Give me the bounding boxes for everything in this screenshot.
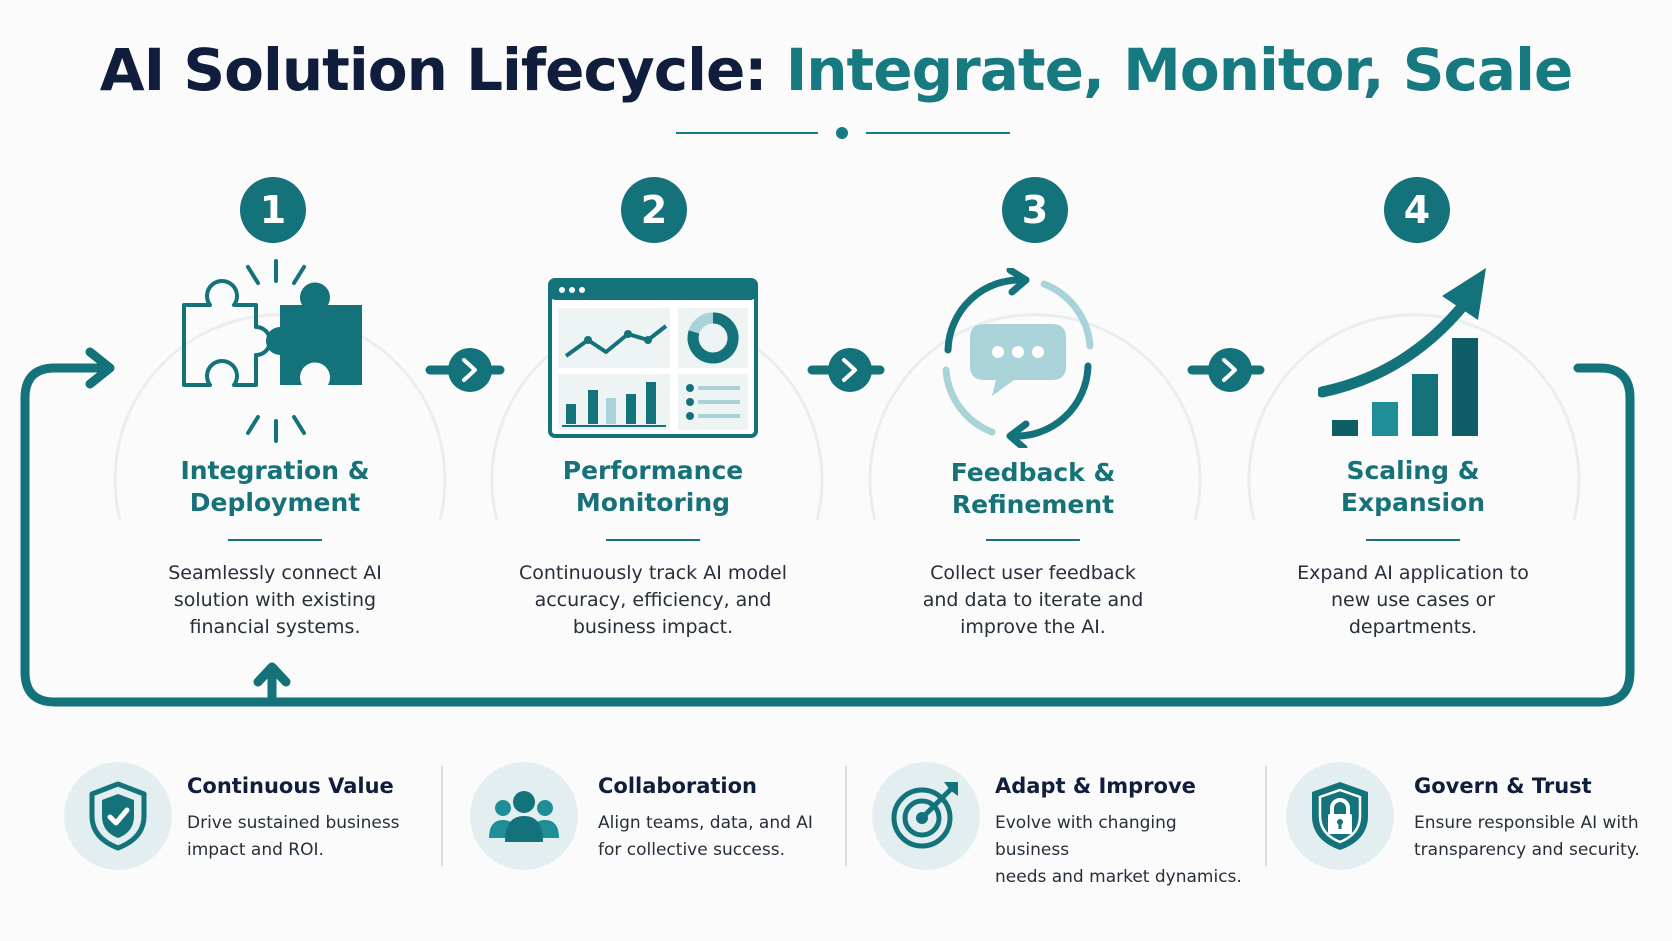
step-1-title: Integration & Deployment (125, 455, 425, 519)
value-3-description: Evolve with changing business needs and … (995, 810, 1255, 891)
step-3-desc-line2: and data to iterate and (922, 589, 1144, 611)
value-2-desc-line1: Align teams, data, and AI (598, 813, 813, 833)
step-2-title: Performance Monitoring (503, 455, 803, 519)
step-2-desc-line1: Continuously track AI model (518, 562, 788, 584)
value-1-desc-line1: Drive sustained business (187, 813, 400, 833)
value-2-description: Align teams, data, and AI for collective… (598, 810, 838, 864)
title-main: AI Solution Lifecycle: (99, 36, 768, 104)
connector-3-4 (1187, 348, 1265, 392)
step-4-title-line2: Expansion (1340, 488, 1486, 517)
step-3-number-badge: 3 (1002, 177, 1068, 243)
step-4-description: Expand AI application to new use cases o… (1253, 560, 1573, 641)
title-divider (676, 127, 1010, 139)
value-2-title: Collaboration (598, 774, 758, 798)
step-3-title-line2: Refinement (951, 490, 1115, 519)
title-accent: Integrate, Monitor, Scale (785, 36, 1574, 104)
step-4-desc-line1: Expand AI application to (1297, 562, 1529, 584)
growth-chart-icon (1318, 268, 1486, 436)
value-4-desc-line1: Ensure responsible AI with (1414, 813, 1639, 833)
step-2-description: Continuously track AI model accuracy, ef… (493, 560, 813, 641)
value-3-desc-line2: needs and market dynamics. (995, 867, 1242, 887)
step-2-number-badge: 2 (621, 177, 687, 243)
step-4-title-line1: Scaling & (1346, 456, 1480, 485)
connector-2-3 (807, 348, 885, 392)
shield-check-icon (89, 781, 147, 851)
step-connectors (425, 348, 1265, 392)
step-2-desc-line3: business impact. (572, 616, 734, 638)
value-1-description: Drive sustained business impact and ROI. (187, 810, 427, 864)
team-icon (489, 791, 559, 842)
step-3-title-line1: Feedback & (950, 458, 1116, 487)
lifecycle-loop (20, 347, 1635, 707)
step-1-description: Seamlessly connect AI solution with exis… (115, 560, 435, 641)
step-4-desc-line2: new use cases or (1330, 589, 1496, 611)
value-4-title: Govern & Trust (1414, 774, 1592, 798)
value-3-desc-line1: Evolve with changing business (995, 813, 1177, 860)
value-3-title: Adapt & Improve (995, 774, 1196, 798)
step-4-desc-line3: departments. (1348, 616, 1478, 638)
step-1-title-line2: Deployment (189, 488, 361, 517)
step-3-desc-line3: improve the AI. (960, 616, 1106, 638)
target-icon (891, 782, 958, 849)
step-4-title: Scaling & Expansion (1263, 455, 1563, 519)
step-3-description: Collect user feedback and data to iterat… (873, 560, 1193, 641)
value-1-title: Continuous Value (187, 774, 394, 798)
value-4-desc-line2: transparency and security. (1414, 840, 1640, 860)
step-2-title-line2: Monitoring (575, 488, 731, 517)
feedback-cycle-icon (942, 268, 1094, 448)
connector-1-2 (425, 348, 505, 392)
step-1-desc-line3: financial systems. (189, 616, 361, 638)
step-4-number-badge: 4 (1384, 177, 1450, 243)
step-1-desc-line2: solution with existing (173, 589, 377, 611)
step-1-title-line1: Integration & (180, 456, 370, 485)
step-1-desc-line1: Seamlessly connect AI (168, 562, 382, 584)
value-separators (441, 766, 1267, 866)
value-4-description: Ensure responsible AI with transparency … (1414, 810, 1654, 864)
dashboard-icon (548, 278, 758, 438)
step-3-desc-line1: Collect user feedback (930, 562, 1136, 584)
step-2-title-line1: Performance (562, 456, 744, 485)
puzzle-icon (182, 259, 362, 443)
step-2-desc-line2: accuracy, efficiency, and (534, 589, 772, 611)
value-2-desc-line2: for collective success. (598, 840, 785, 860)
shield-lock-icon (1312, 782, 1368, 850)
step-1-number-badge: 1 (240, 177, 306, 243)
step-3-title: Feedback & Refinement (883, 457, 1183, 521)
value-1-desc-line2: impact and ROI. (187, 840, 324, 860)
page-title: AI Solution Lifecycle: Integrate, Monito… (0, 36, 1672, 104)
